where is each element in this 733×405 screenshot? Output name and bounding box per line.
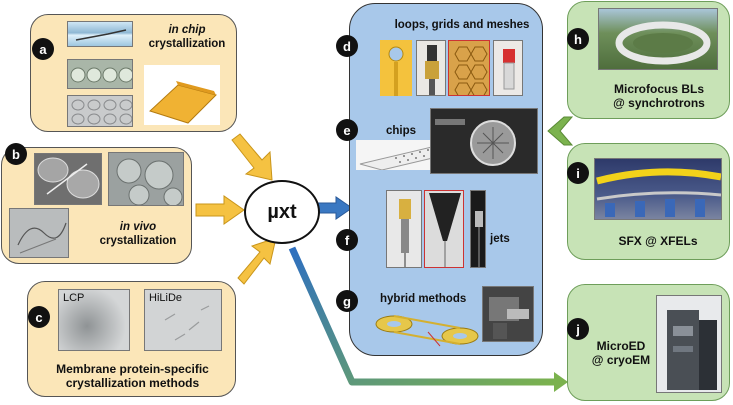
badge-i: i bbox=[567, 162, 589, 184]
badge-d: d bbox=[336, 35, 358, 57]
badge-g: g bbox=[336, 290, 358, 312]
hybrid-setup-image bbox=[482, 286, 534, 342]
panel-i-xfels: SFX @ XFELs bbox=[567, 143, 730, 260]
capillary-image bbox=[67, 21, 133, 47]
jet-image bbox=[424, 190, 464, 268]
panel-j-title: MicroED@ cryoEM bbox=[591, 339, 651, 367]
crystals-in-cells-image-3 bbox=[9, 208, 69, 258]
panel-i-title: SFX @ XFELs bbox=[618, 234, 698, 248]
arrow-center-to-microed bbox=[288, 246, 556, 386]
panel-j-microed: MicroED@ cryoEM bbox=[567, 284, 730, 401]
arrow-a-to-center bbox=[231, 133, 273, 181]
hilide-label: HiLiDe bbox=[149, 292, 183, 304]
chip-stage-image bbox=[430, 108, 538, 174]
arrow-center-to-devices bbox=[317, 196, 353, 220]
hilide-image: HiLiDe bbox=[144, 289, 222, 351]
lcp-label: LCP bbox=[63, 292, 85, 304]
center-circle-uxt: µxt bbox=[244, 180, 320, 244]
loop-image bbox=[380, 40, 412, 96]
arrow-b-to-center bbox=[195, 195, 245, 225]
arrow-c-to-center bbox=[237, 237, 277, 285]
crystals-in-cells-image-2 bbox=[108, 152, 184, 206]
center-label: µxt bbox=[267, 200, 297, 223]
panel-g-title: hybrid methods bbox=[380, 293, 467, 305]
xfel-tunnel-image bbox=[594, 158, 722, 220]
mesh-image bbox=[493, 40, 523, 96]
badge-a: a bbox=[32, 38, 54, 60]
panel-h-synchrotrons: Microfocus BLs@ synchrotrons bbox=[567, 1, 730, 119]
synchrotron-image bbox=[598, 8, 718, 70]
panel-sample-delivery: loops, grids and meshes chips jets hybri… bbox=[349, 3, 543, 356]
tape-image bbox=[372, 308, 482, 348]
arrow-facilities-to-chips bbox=[547, 116, 574, 146]
badge-c: c bbox=[28, 306, 50, 328]
cryoem-image bbox=[656, 295, 722, 393]
lcp-image: LCP bbox=[58, 289, 130, 351]
chip-device-image bbox=[144, 65, 220, 125]
badge-f: f bbox=[336, 229, 358, 251]
panel-d-title: loops, grids and meshes bbox=[394, 19, 530, 31]
crystals-in-cells-image-1 bbox=[34, 153, 102, 205]
panel-f-title: jets bbox=[490, 233, 510, 245]
wells-image bbox=[67, 95, 133, 127]
badge-b: b bbox=[5, 143, 27, 165]
badge-j: j bbox=[567, 318, 589, 340]
jet-nozzle-image bbox=[470, 190, 486, 268]
mount-image bbox=[416, 40, 446, 96]
badge-e: e bbox=[336, 119, 358, 141]
panel-e-title: chips bbox=[386, 125, 417, 137]
grid-image bbox=[448, 40, 490, 96]
drops-image bbox=[67, 59, 133, 89]
panel-h-title: Microfocus BLs@ synchrotrons bbox=[613, 82, 705, 110]
badge-h: h bbox=[567, 28, 589, 50]
injector-image bbox=[386, 190, 422, 268]
